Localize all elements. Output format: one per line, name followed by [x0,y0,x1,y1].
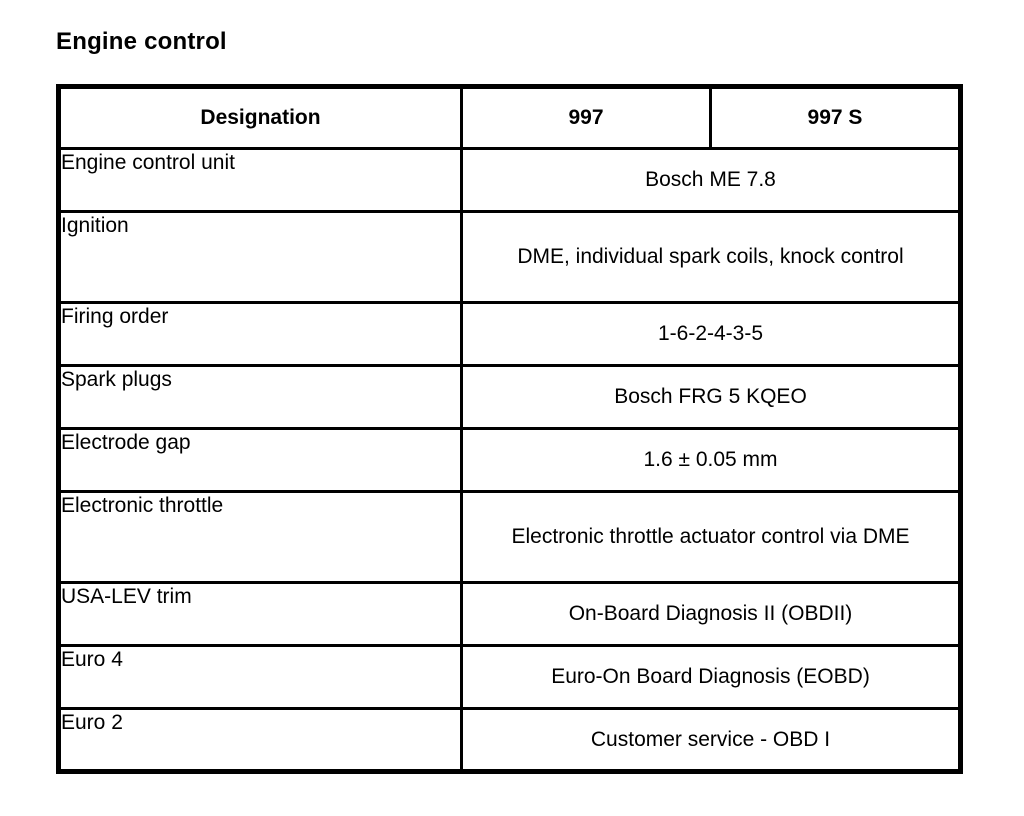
column-header-997: 997 [460,85,712,150]
engine-control-table: Designation 997 997 S Engine control uni… [56,84,963,774]
row-label: USA-LEV trim [57,581,463,647]
column-header-designation: Designation [57,85,463,150]
table-row: Euro 2 Customer service - OBD I [57,707,962,773]
page-title: Engine control [56,28,227,55]
row-label: Electronic throttle [57,490,463,584]
table-row: Euro 4 Euro-On Board Diagnosis (EOBD) [57,644,962,710]
table-row: Ignition DME, individual spark coils, kn… [57,210,962,304]
row-value: Bosch FRG 5 KQEO [460,364,962,430]
column-header-997s: 997 S [709,85,962,150]
table-row: Firing order 1-6-2-4-3-5 [57,301,962,367]
table-header-row: Designation 997 997 S [57,85,962,150]
table-row: Engine control unit Bosch ME 7.8 [57,147,962,213]
row-value: 1.6 ± 0.05 mm [460,427,962,493]
row-label: Engine control unit [57,147,463,213]
row-value: On-Board Diagnosis II (OBDII) [460,581,962,647]
row-value: Euro-On Board Diagnosis (EOBD) [460,644,962,710]
row-value: Customer service - OBD I [460,707,962,773]
row-label: Ignition [57,210,463,304]
row-label: Euro 2 [57,707,463,773]
table-row: Electronic throttle Electronic throttle … [57,490,962,584]
table-row: USA-LEV trim On-Board Diagnosis II (OBDI… [57,581,962,647]
row-value: 1-6-2-4-3-5 [460,301,962,367]
row-value: Bosch ME 7.8 [460,147,962,213]
row-label: Spark plugs [57,364,463,430]
row-label: Firing order [57,301,463,367]
row-value: DME, individual spark coils, knock contr… [460,210,962,304]
row-label: Euro 4 [57,644,463,710]
table-row: Electrode gap 1.6 ± 0.05 mm [57,427,962,493]
row-value: Electronic throttle actuator control via… [460,490,962,584]
row-label: Electrode gap [57,427,463,493]
table-row: Spark plugs Bosch FRG 5 KQEO [57,364,962,430]
